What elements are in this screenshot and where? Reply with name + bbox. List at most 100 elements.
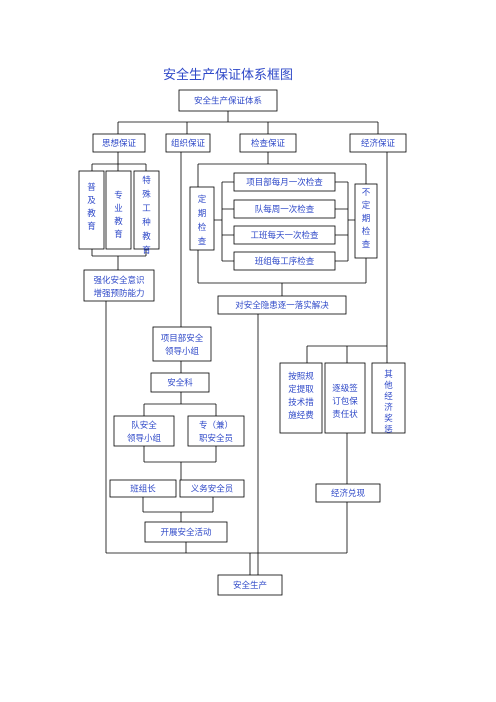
node-label: 专（兼）	[199, 420, 233, 431]
node-reward: 其 他 经 济 奖 惩	[371, 362, 406, 435]
node-irregular: 不定期检查	[354, 183, 378, 259]
node-system: 安全生产保证体系	[178, 89, 278, 112]
connector	[117, 111, 379, 134]
node-label: 奖	[384, 413, 393, 424]
node-label-char: 检	[198, 222, 207, 233]
node-label-char: 专	[114, 190, 123, 201]
node-label-char: 期	[362, 214, 371, 224]
node-activity: 开展安全活动	[144, 521, 228, 543]
node-label: 不定期检查	[362, 188, 371, 250]
node-label: 特殊工种教育	[142, 175, 151, 256]
node-label: 安全科	[167, 378, 193, 389]
node-monthly: 项目部每月一次检查	[233, 172, 336, 192]
node-label: 领导小组	[165, 346, 200, 357]
node-group-head: 班组长	[109, 479, 177, 498]
node-label: 定期检查	[198, 194, 207, 247]
node-label: 开展安全活动	[160, 527, 212, 538]
node-label: 安全生产	[233, 580, 267, 591]
node-label: 技术措	[288, 397, 314, 408]
node-label: 班组每工序检查	[255, 256, 315, 267]
node-label: 领导小组	[127, 433, 162, 444]
node-label: 他	[384, 380, 393, 391]
node-label: 普及教育	[87, 182, 96, 232]
node-label-char: 特	[142, 175, 151, 186]
node-edu-major: 专业教育	[105, 170, 132, 250]
node-label: 工班每天一次检查	[250, 230, 319, 241]
connector	[335, 181, 355, 262]
node-edu-popular: 普及教育	[78, 170, 105, 250]
node-label: 专业教育	[114, 190, 123, 240]
node-label: 队安全	[131, 420, 157, 431]
node-label-char: 不	[362, 188, 371, 198]
node-label-char: 育	[114, 229, 123, 240]
connector	[214, 181, 234, 262]
node-process: 班组每工序检查	[233, 251, 336, 271]
connector	[91, 152, 147, 171]
connector	[143, 361, 217, 416]
node-production: 安全生产	[217, 574, 283, 596]
node-label-char: 查	[362, 239, 371, 250]
node-label: 义务安全员	[191, 484, 234, 495]
node-label: 惩	[384, 424, 393, 435]
node-label-char: 教	[114, 216, 123, 227]
node-label-char: 定	[198, 194, 207, 205]
node-safety-dept: 安全科	[150, 372, 210, 393]
node-hazard: 对安全隐患逐一落实解决	[217, 295, 347, 315]
node-edu-special: 特殊工种教育	[133, 170, 160, 256]
node-econ: 经济保证	[349, 133, 407, 153]
node-label-char: 育	[142, 245, 151, 256]
node-org: 组织保证	[165, 133, 211, 153]
node-label: 增强预防能力	[93, 288, 144, 299]
node-label-char: 殊	[142, 189, 151, 200]
node-label: 经	[384, 391, 393, 402]
node-contract: 逐级签 订包保 责任状	[324, 362, 366, 434]
node-label: 项目部安全	[161, 333, 204, 344]
connector	[197, 250, 367, 296]
node-label: 检查保证	[251, 138, 286, 149]
node-label-char: 及	[87, 196, 96, 206]
node-label: 强化安全意识	[93, 275, 144, 286]
node-label: 队每周一次检查	[255, 204, 315, 215]
node-label: 项目部每月一次检查	[246, 177, 323, 188]
node-team-leader: 队安全 领导小组	[113, 415, 175, 447]
node-duty-officer: 义务安全员	[179, 479, 245, 498]
node-awareness: 强化安全意识 增强预防能力	[83, 269, 155, 302]
node-label-char: 教	[142, 231, 151, 242]
connector	[197, 152, 367, 187]
node-label-char: 育	[87, 221, 96, 232]
connector	[106, 552, 347, 575]
connector	[143, 446, 217, 480]
node-label: 班组长	[130, 484, 156, 495]
node-label-char: 工	[142, 204, 151, 214]
node-label: 按照规	[288, 371, 314, 382]
node-label: 对安全隐患逐一落实解决	[235, 300, 329, 311]
diagram-title: 安全生产保证体系框图	[162, 68, 293, 83]
node-label: 经济兑现	[331, 488, 366, 499]
node-label: 经济保证	[361, 138, 396, 149]
node-fund: 按照规 定提取 技术措 施经费	[279, 362, 323, 434]
node-label-char: 普	[87, 182, 96, 193]
node-label-char: 教	[87, 208, 96, 219]
node-label-char: 定	[362, 200, 371, 211]
node-label: 职安全员	[199, 433, 233, 444]
connector	[142, 497, 214, 522]
node-label: 其	[384, 370, 393, 380]
connectors	[91, 111, 388, 577]
node-weekly: 队每周一次检查	[233, 199, 336, 219]
node-fulfil: 经济兑现	[315, 483, 381, 503]
node-officer: 专（兼） 职安全员	[187, 415, 245, 447]
node-label: 安全生产保证体系	[194, 96, 262, 107]
node-label-char: 检	[362, 226, 371, 237]
node-label: 责任状	[332, 409, 358, 420]
node-leader-group: 项目部安全 领导小组	[152, 326, 212, 362]
node-label-char: 期	[198, 209, 207, 219]
node-label: 济	[384, 402, 393, 413]
connector	[306, 152, 388, 363]
node-label: 组织保证	[171, 138, 206, 149]
node-label: 施经费	[288, 410, 314, 421]
node-label: 定提取	[288, 384, 314, 395]
node-label-char: 种	[142, 217, 151, 228]
node-daily: 工班每天一次检查	[233, 225, 336, 245]
node-label: 订包保	[332, 396, 358, 407]
